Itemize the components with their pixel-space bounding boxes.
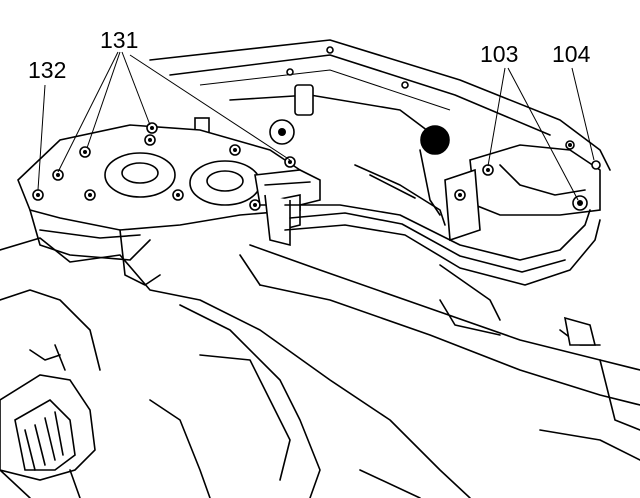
solenoid-assembly (444, 140, 601, 242)
callout-131: 131 (100, 27, 138, 53)
lower-structure (0, 237, 640, 498)
cover-bolts (32, 122, 296, 211)
cooler-tubes (284, 204, 601, 321)
drive-shaft (0, 344, 96, 498)
frame-rail (239, 244, 640, 406)
valve-body-cover (17, 122, 301, 286)
callout-104: 104 (552, 41, 591, 67)
leader-lines (37, 51, 595, 201)
callout-132: 132 (28, 57, 66, 83)
callout-103: 103 (480, 41, 518, 67)
wiring-connector (254, 169, 321, 247)
